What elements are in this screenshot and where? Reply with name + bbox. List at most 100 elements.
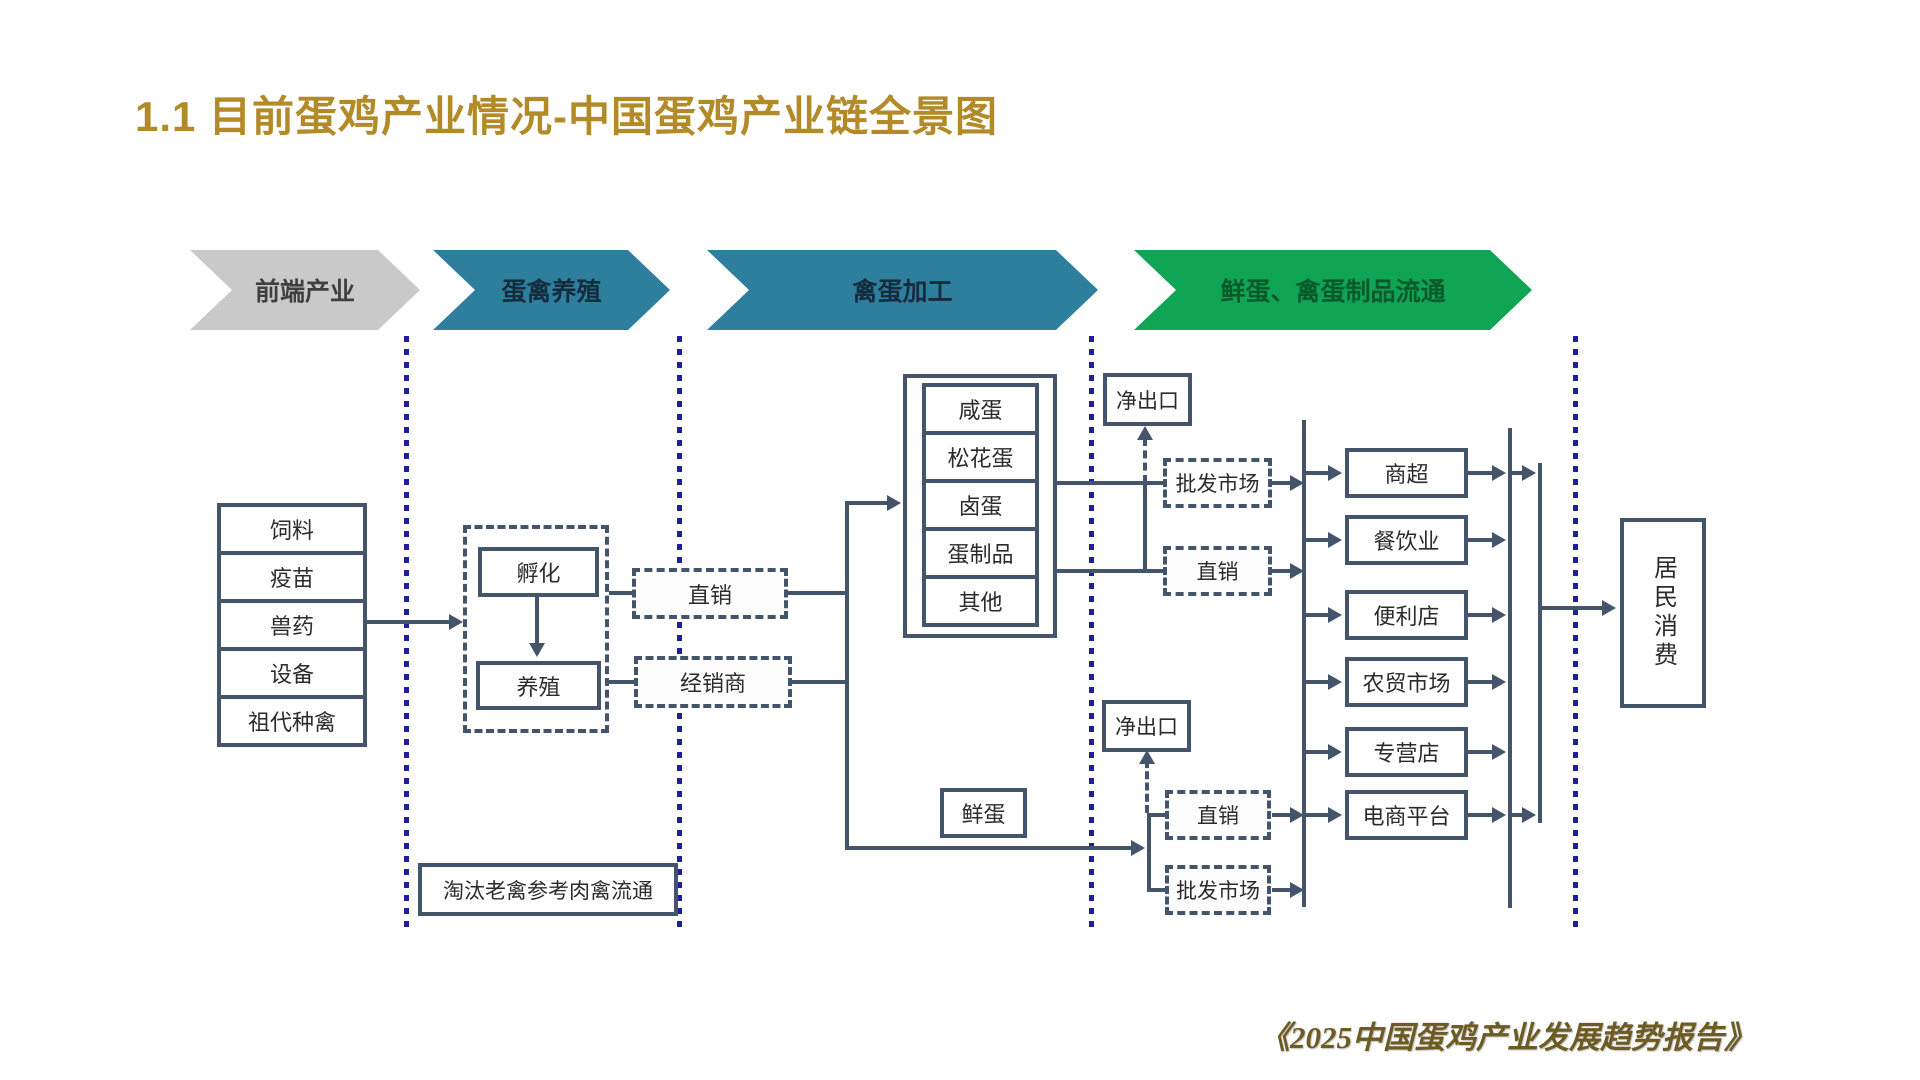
connector xyxy=(845,501,889,505)
net-export-label: 净出口 xyxy=(1116,389,1179,413)
breeding-group-frame xyxy=(463,525,609,733)
upstream-box-feed: 饲料 xyxy=(217,503,367,555)
connector xyxy=(609,680,634,684)
connector xyxy=(1147,813,1151,892)
upstream-label: 饲料 xyxy=(269,518,314,543)
fresh-egg-label: 鲜蛋 xyxy=(961,802,1006,827)
retail-box-specialty: 专营店 xyxy=(1345,727,1468,777)
connector xyxy=(1147,813,1165,817)
page-title: 1.1 目前蛋鸡产业情况-中国蛋鸡产业链全景图 xyxy=(135,93,999,140)
product-box-century-egg: 松花蛋 xyxy=(922,431,1039,483)
connector xyxy=(1143,483,1147,571)
product-label: 松花蛋 xyxy=(947,446,1014,471)
product-box-braised-egg: 卤蛋 xyxy=(922,479,1039,531)
distributor-box: 经销商 xyxy=(634,656,792,708)
connector xyxy=(1057,569,1163,573)
connector xyxy=(1306,750,1330,754)
direct-sale-label: 直销 xyxy=(1197,805,1239,828)
arrowhead xyxy=(1492,674,1506,690)
wholesale-market-top-box: 批发市场 xyxy=(1163,458,1272,508)
upstream-label: 疫苗 xyxy=(269,566,314,591)
upstream-box-equipment: 设备 xyxy=(217,647,367,699)
connector xyxy=(367,620,451,624)
connector xyxy=(1468,750,1494,754)
cull-note-box: 淘汰老禽参考肉禽流通 xyxy=(418,863,678,916)
arrowhead xyxy=(1131,840,1145,856)
product-label: 卤蛋 xyxy=(958,494,1003,519)
stage-banner-circulation: 鲜蛋、禽蛋制品流通 xyxy=(1134,250,1532,330)
product-label: 蛋制品 xyxy=(947,542,1014,567)
connector xyxy=(792,680,847,684)
arrowhead xyxy=(1328,674,1342,690)
consumer-label: 居民消费 xyxy=(1649,555,1677,671)
connector xyxy=(1468,813,1494,817)
connector xyxy=(1468,538,1494,542)
fresh-egg-box: 鲜蛋 xyxy=(940,788,1027,838)
wholesale-market-bottom-box: 批发市场 xyxy=(1165,865,1271,915)
connector xyxy=(1272,813,1292,817)
retail-box-convenience: 便利店 xyxy=(1345,590,1468,640)
connector xyxy=(1508,428,1512,908)
connector xyxy=(1306,471,1330,475)
stage-banner-processing: 禽蛋加工 xyxy=(707,250,1098,330)
consumer-box: 居民消费 xyxy=(1620,518,1706,708)
connector xyxy=(609,591,632,595)
direct-sale-label: 直销 xyxy=(687,582,732,608)
connector xyxy=(1143,438,1147,483)
net-export-label: 净出口 xyxy=(1115,716,1178,739)
connector xyxy=(1057,481,1163,485)
connector xyxy=(1272,481,1292,485)
upstream-box-vet-drug: 兽药 xyxy=(217,599,367,651)
raise-label: 养殖 xyxy=(516,674,561,700)
product-box-egg-products: 蛋制品 xyxy=(922,527,1039,579)
arrowhead xyxy=(1139,750,1155,764)
connector xyxy=(788,591,847,595)
retail-box-ecommerce: 电商平台 xyxy=(1345,790,1468,840)
direct-sale-box: 直销 xyxy=(632,568,788,619)
connector xyxy=(1542,606,1604,610)
upstream-box-vaccine: 疫苗 xyxy=(217,551,367,603)
retail-label: 便利店 xyxy=(1373,604,1440,629)
section-divider-2 xyxy=(677,336,682,932)
connector xyxy=(1306,538,1330,542)
net-export-bottom-box: 净出口 xyxy=(1102,700,1191,752)
connector xyxy=(1272,569,1292,573)
arrowhead xyxy=(1290,475,1304,491)
stage-banner-breeding: 蛋禽养殖 xyxy=(433,250,670,330)
arrowhead xyxy=(887,495,901,511)
upstream-label: 祖代种禽 xyxy=(247,710,336,735)
arrowhead xyxy=(1328,744,1342,760)
connector xyxy=(535,597,539,643)
upstream-box-grandparent-stock: 祖代种禽 xyxy=(217,695,367,747)
arrowhead xyxy=(1522,807,1536,823)
product-label: 咸蛋 xyxy=(958,398,1003,423)
upstream-label: 兽药 xyxy=(269,614,314,639)
arrowhead xyxy=(1328,607,1342,623)
connector xyxy=(1468,613,1494,617)
arrowhead xyxy=(1602,600,1616,616)
cull-note-label: 淘汰老禽参考肉禽流通 xyxy=(443,879,653,903)
arrowhead xyxy=(1492,465,1506,481)
arrowhead xyxy=(1328,807,1342,823)
raise-box: 养殖 xyxy=(476,661,601,710)
retail-box-catering: 餐饮业 xyxy=(1345,515,1468,565)
connector xyxy=(1512,813,1524,817)
connector xyxy=(1147,888,1165,892)
product-box-other: 其他 xyxy=(922,575,1039,627)
connector xyxy=(1145,760,1149,813)
section-divider-4 xyxy=(1573,336,1578,932)
direct-sale-label: 直销 xyxy=(1196,561,1239,584)
arrowhead xyxy=(1328,532,1342,548)
retail-label: 电商平台 xyxy=(1362,804,1451,829)
connector xyxy=(1306,813,1330,817)
product-label: 其他 xyxy=(958,590,1003,615)
connector xyxy=(1538,463,1542,823)
connector xyxy=(1468,471,1494,475)
source-note: 《2025中国蛋鸡产业发展趋势报告》 xyxy=(1259,1020,1755,1055)
arrowhead xyxy=(1290,882,1304,898)
retail-label: 专营店 xyxy=(1373,741,1440,766)
connector xyxy=(1272,888,1292,892)
connector xyxy=(845,846,1133,850)
wholesale-label: 批发市场 xyxy=(1175,473,1260,496)
